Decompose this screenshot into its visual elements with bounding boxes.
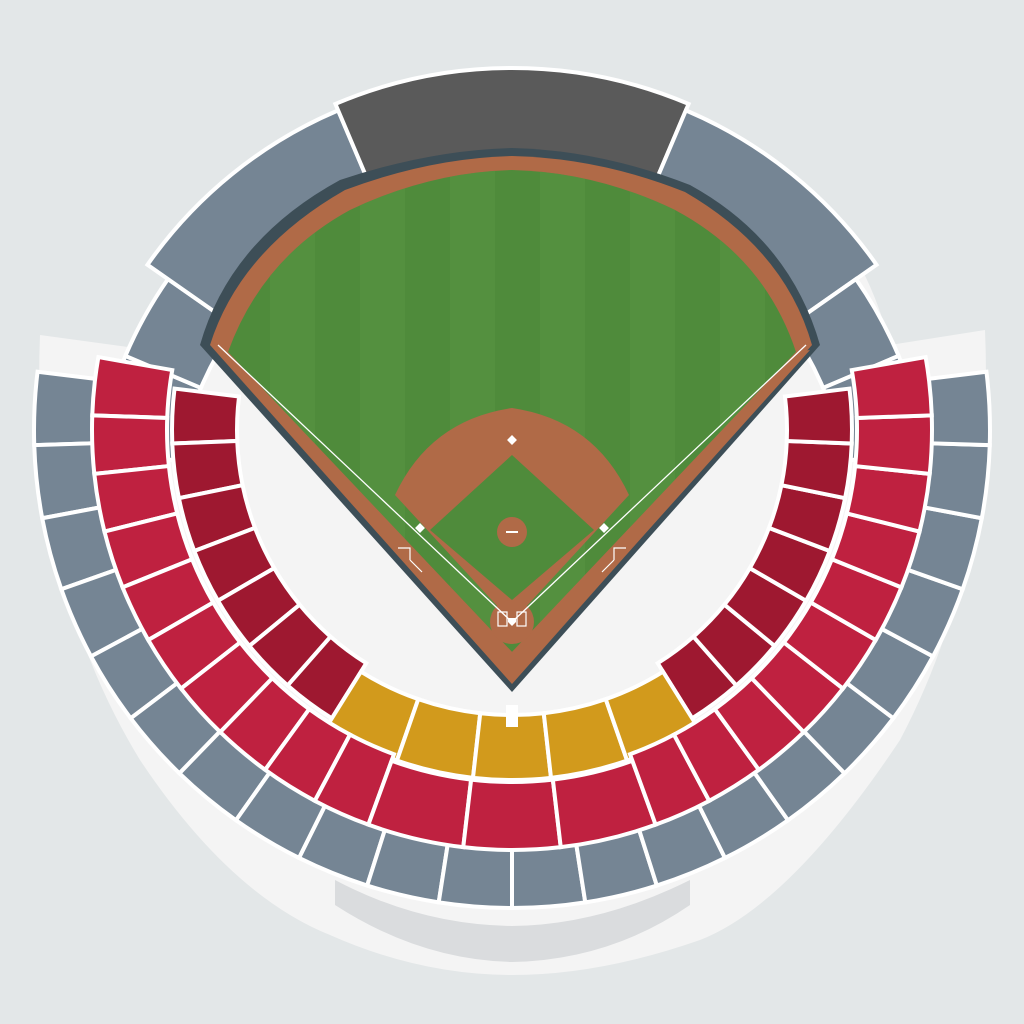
field-level-outer-section[interactable] [671,706,762,804]
field-level-outer-section[interactable] [461,777,563,852]
field-level-outer-section[interactable] [92,463,180,535]
lower-seating [90,354,934,852]
field-level-inner-section[interactable] [215,565,303,649]
field-level-outer-section[interactable] [829,511,922,590]
field-level-outer-section[interactable] [145,599,243,692]
home-plate [508,618,516,626]
field-level-outer-section[interactable] [217,675,313,773]
field-level-inner-section[interactable] [246,601,334,689]
batters-box-left [497,611,508,627]
field-level-outer-section[interactable] [550,758,659,850]
left-foul-line [217,344,513,623]
field-level-outer-section[interactable] [90,354,175,421]
rear-concourse [335,880,690,962]
field-level-outer-section[interactable] [312,731,397,828]
club-level-section[interactable] [470,711,554,782]
field-level-inner-section[interactable] [721,565,809,649]
field-level-outer-section[interactable] [262,706,353,804]
first-base [599,523,609,533]
field-level-outer-section[interactable] [849,354,934,421]
field-level-outer-section[interactable] [102,511,195,590]
field-level-inner-section[interactable] [747,525,833,604]
club-level-section[interactable] [394,696,483,781]
third-base-coach-box [398,547,423,573]
field-level-inner-section[interactable] [779,438,854,501]
field-level-inner-section[interactable] [191,525,277,604]
field-level-outer-section[interactable] [627,731,712,828]
field-level-inner-section[interactable] [782,386,854,446]
field-level-inner-section[interactable] [690,601,778,689]
field-level-inner-section[interactable] [766,482,848,554]
field-level-inner-section[interactable] [170,386,242,446]
playing-field [200,148,820,692]
field-level-outer-section[interactable] [711,675,807,773]
home-aisle [506,705,518,727]
second-base [507,435,517,445]
right-foul-line [511,344,807,623]
field-level-outer-section[interactable] [748,639,846,735]
field-level-outer-section[interactable] [781,599,879,692]
field-level-inner-section[interactable] [170,438,245,501]
field-level-outer-section[interactable] [844,463,932,535]
field-level-outer-section[interactable] [852,413,934,477]
field-level-outer-section[interactable] [119,556,216,643]
batters-box-right [516,611,527,627]
field-level-outer-section[interactable] [365,758,474,850]
field-level-inner-section[interactable] [654,633,740,722]
pitchers-rubber [506,531,518,533]
field-level-outer-section[interactable] [178,639,276,735]
club-level-section[interactable] [541,696,630,781]
third-base [415,523,425,533]
field-level-inner-section[interactable] [284,633,370,722]
field-level-outer-section[interactable] [90,413,172,477]
first-base-coach-box [601,547,626,573]
